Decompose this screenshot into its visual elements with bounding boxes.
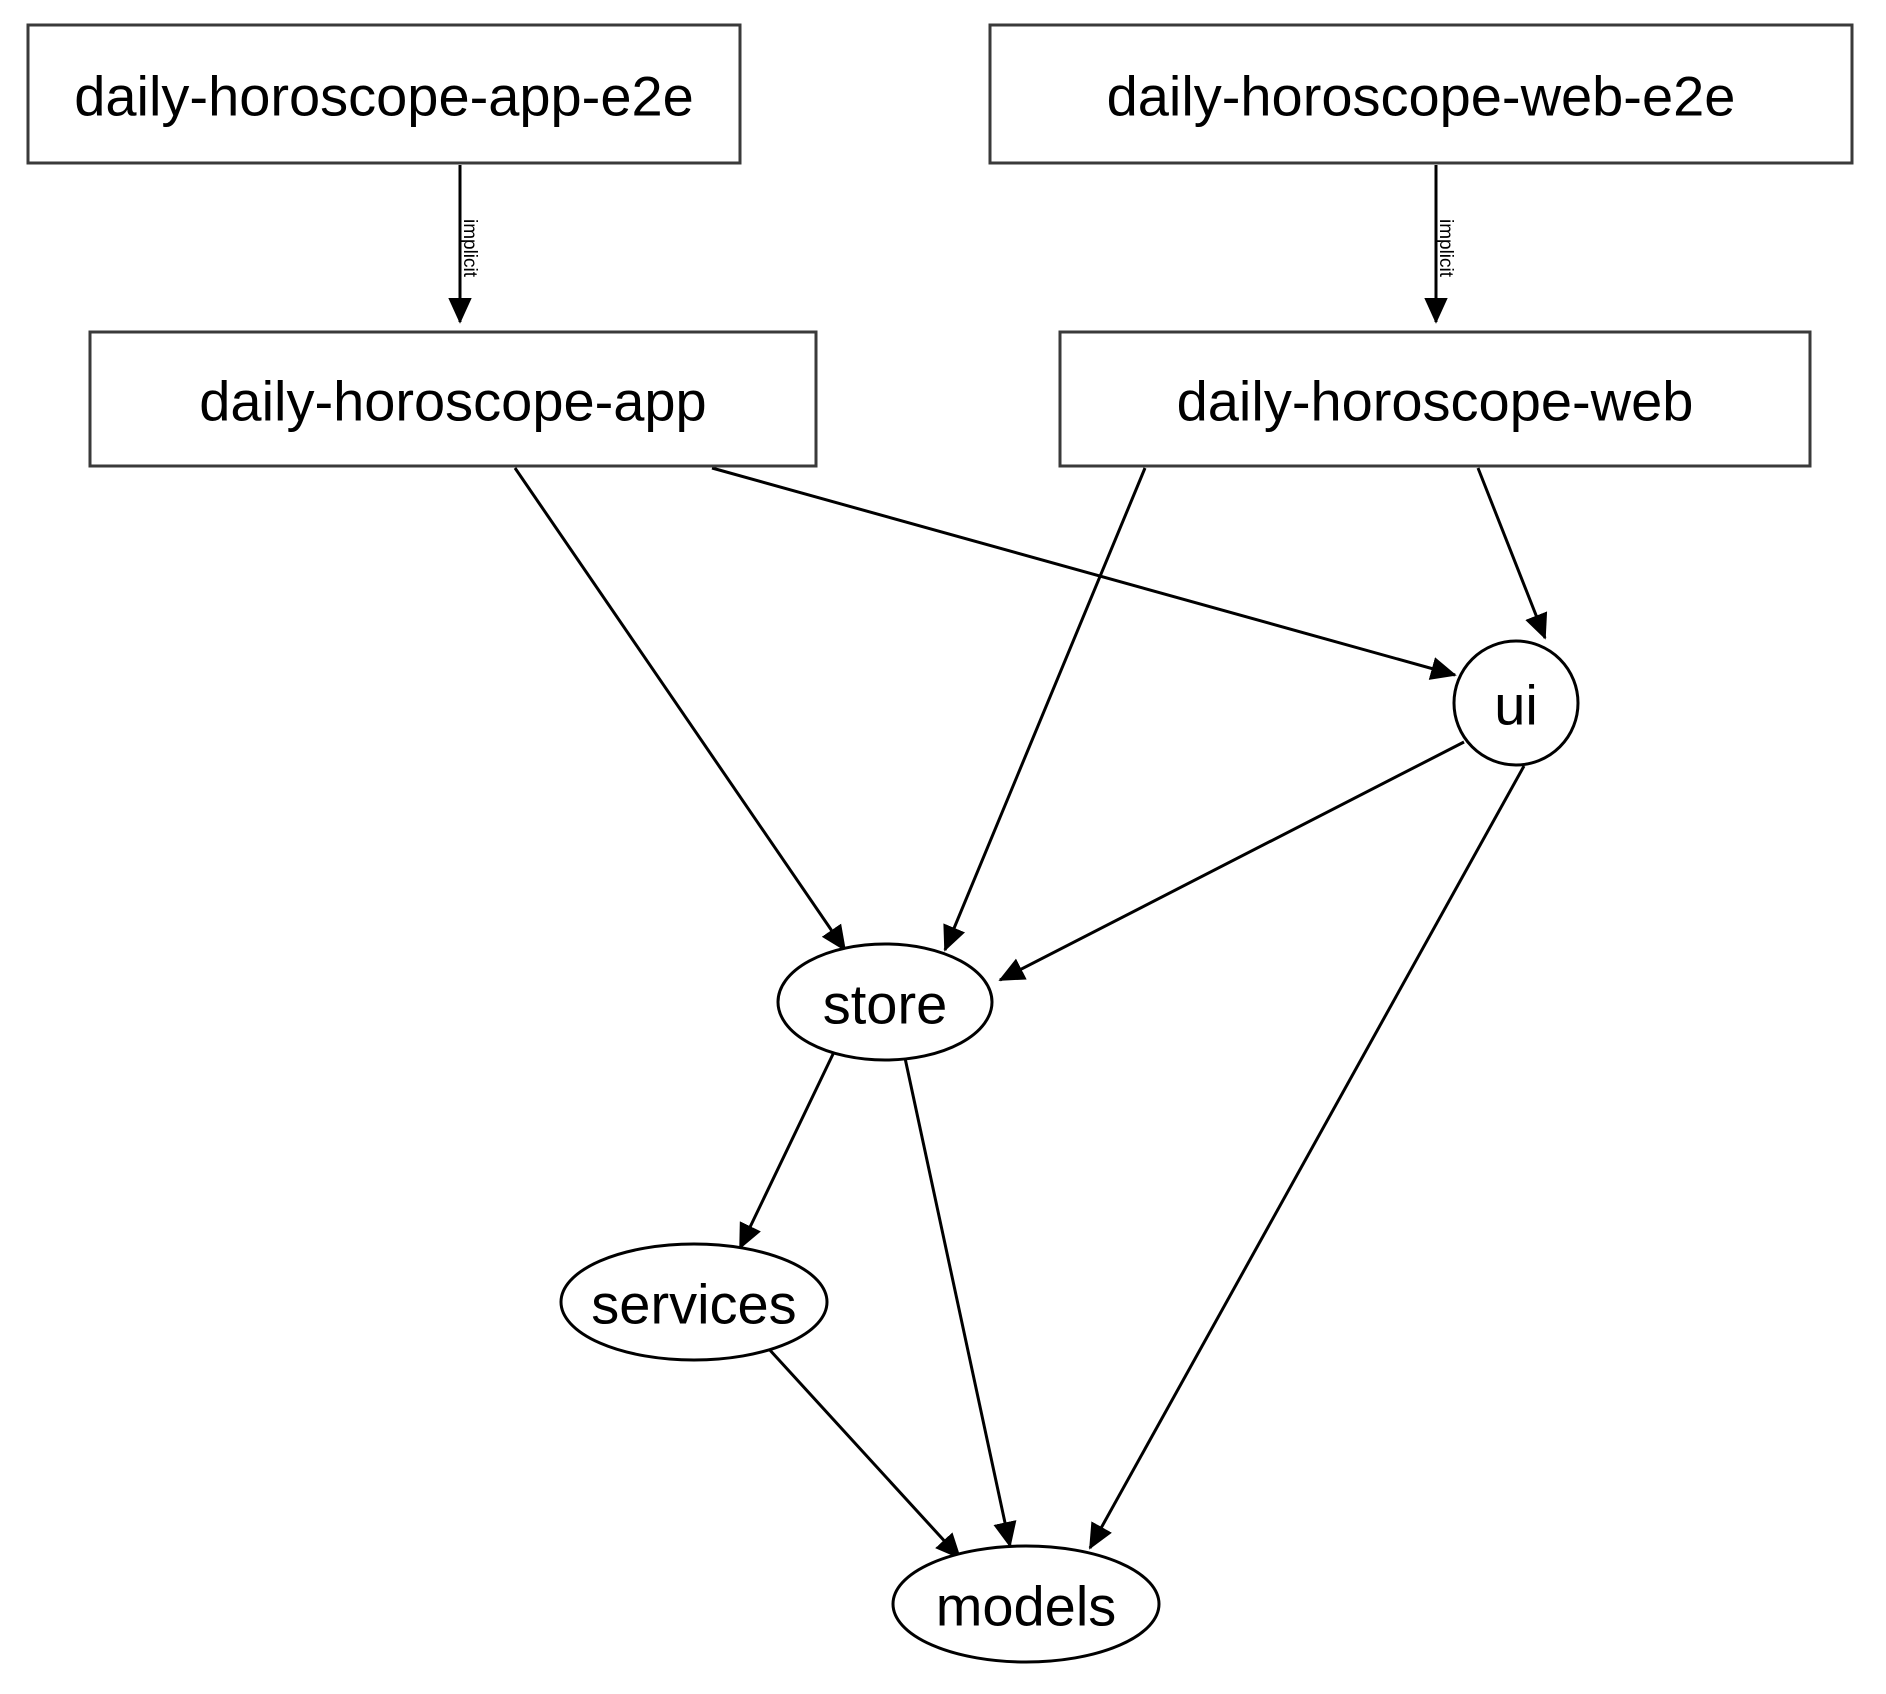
node-rect[interactable] xyxy=(988,23,1854,165)
node-label: models xyxy=(936,1575,1117,1638)
node-label: store xyxy=(823,973,948,1036)
edge-ui-to-models xyxy=(1088,765,1526,1550)
node-daily-horoscope-app[interactable]: daily-horoscope-app xyxy=(88,330,818,468)
node-models[interactable]: models xyxy=(891,1544,1161,1664)
node-rect[interactable] xyxy=(26,23,742,165)
node-ellipse[interactable] xyxy=(1452,639,1580,767)
node-rect[interactable] xyxy=(88,330,818,468)
edge-store-to-services xyxy=(738,1051,836,1250)
edge-label-implicit-web: implicit xyxy=(1435,219,1456,278)
edge-app-to-store xyxy=(513,467,847,952)
edge-app-to-ui xyxy=(711,466,1457,680)
edges-layer xyxy=(448,165,1548,1560)
node-rect[interactable] xyxy=(1058,330,1812,468)
node-label: ui xyxy=(1494,674,1538,737)
node-daily-horoscope-web[interactable]: daily-horoscope-web xyxy=(1058,330,1812,468)
node-label: daily-horoscope-web xyxy=(1177,370,1694,433)
edge-services-to-models xyxy=(766,1346,962,1560)
node-label: daily-horoscope-web-e2e xyxy=(1107,65,1736,128)
node-services[interactable]: services xyxy=(559,1242,829,1362)
node-label: daily-horoscope-app xyxy=(199,370,706,433)
edge-web-to-store xyxy=(943,467,1147,952)
node-ellipse[interactable] xyxy=(891,1544,1161,1664)
node-daily-horoscope-app-e2e[interactable]: daily-horoscope-app-e2e xyxy=(26,23,742,165)
node-label: services xyxy=(591,1273,796,1336)
node-ui[interactable]: ui xyxy=(1452,639,1580,767)
edge-labels-layer: implicit implicit xyxy=(459,219,1456,278)
edge-web-to-ui xyxy=(1476,467,1548,640)
node-daily-horoscope-web-e2e[interactable]: daily-horoscope-web-e2e xyxy=(988,23,1854,165)
node-label: daily-horoscope-app-e2e xyxy=(74,65,694,128)
edge-ui-to-store xyxy=(998,740,1465,982)
edge-store-to-models xyxy=(903,1057,1017,1548)
edge-label-implicit-app: implicit xyxy=(459,219,480,278)
node-store[interactable]: store xyxy=(776,942,994,1062)
node-ellipse[interactable] xyxy=(776,942,994,1062)
nodes-layer: daily-horoscope-app-e2e daily-horoscope-… xyxy=(26,23,1854,1664)
node-ellipse[interactable] xyxy=(559,1242,829,1362)
